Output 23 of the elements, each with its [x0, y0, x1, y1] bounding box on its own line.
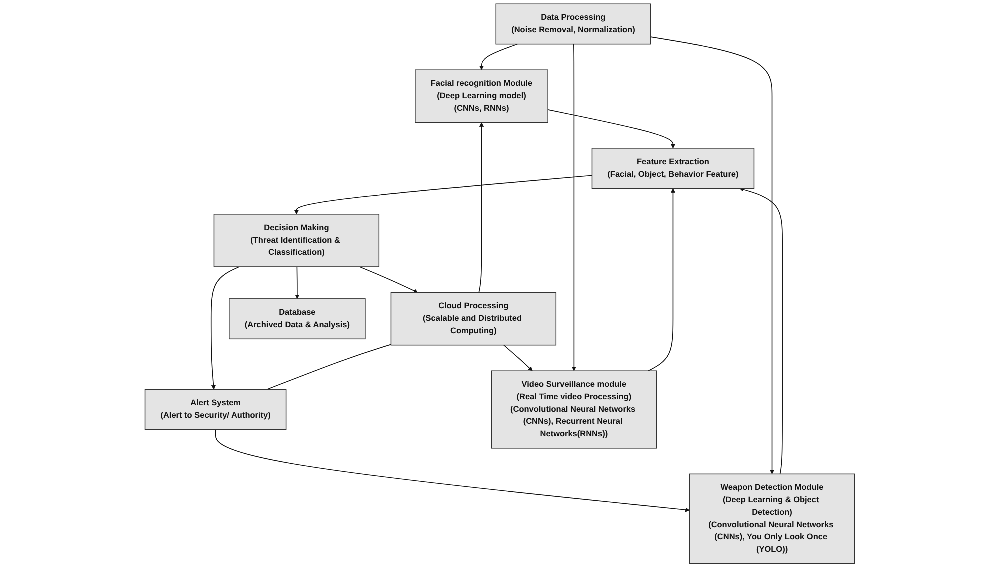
arrow — [210, 266, 240, 390]
node-box: Alert System (Alert to Security/ Authority) — [144, 389, 287, 430]
arrow — [648, 188, 676, 372]
node-box: Decision Making (Threat Identification & Classification) — [214, 214, 380, 268]
node-box: Database (Archived Data & Analysis) — [229, 298, 366, 340]
arrow — [359, 266, 418, 294]
arrow — [295, 266, 300, 300]
connector — [266, 344, 392, 390]
node-box: Data Processing (Noise Removal, Normalization) — [496, 4, 652, 45]
node-box: Weapon Detection Module (Deep Learning & Object Detection) (Convolutional Neural Networks (CNNs), You Only Look Once (YOLO)) — [689, 474, 856, 564]
node-box: Facial recognition Module (Deep Learning model) (CNNs, RNNs) — [415, 70, 548, 124]
arrow — [650, 36, 775, 474]
arrow — [548, 110, 676, 149]
arrow — [572, 44, 576, 372]
node-box: Feature Extraction (Facial, Object, Behavior Feature) — [592, 148, 755, 190]
arrow — [215, 429, 690, 512]
arrow — [294, 175, 593, 215]
arrow — [479, 44, 518, 70]
arrow — [478, 122, 484, 294]
node-box: Video Surveillance module (Real Time video Processing) (Convolutional Neural Networks (CNNs), Recurrent Neural Networks(RNNs)) — [491, 370, 658, 449]
node-box: Cloud Processing (Scalable and Distributed Computing) — [390, 292, 557, 346]
arrow — [740, 188, 783, 475]
arrow — [504, 344, 533, 372]
